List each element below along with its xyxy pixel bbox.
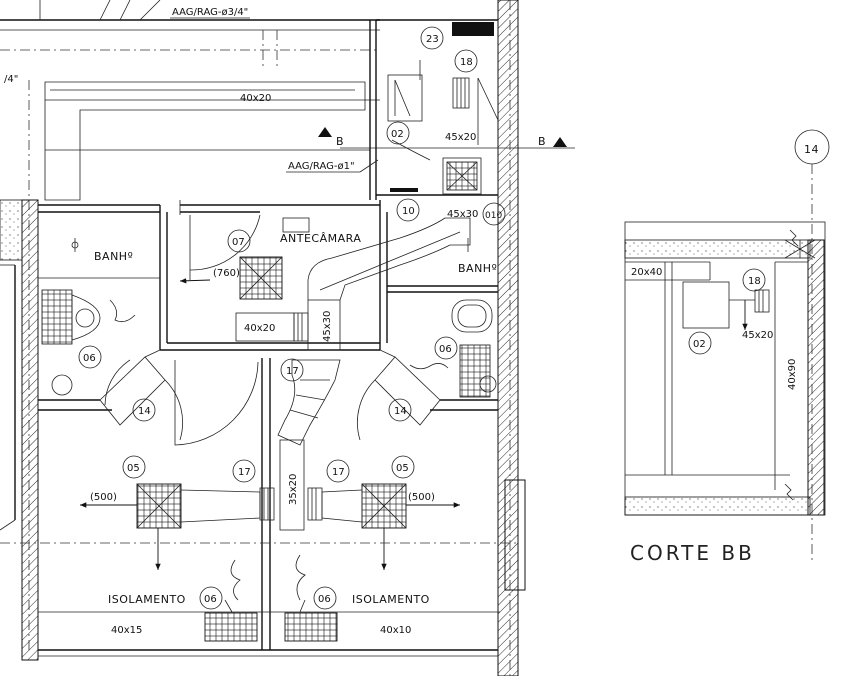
- flow-500-left: (500): [90, 492, 117, 503]
- svg-text:07: 07: [232, 237, 245, 248]
- svg-text:18: 18: [460, 57, 473, 68]
- bubble-010: 010: [482, 202, 506, 226]
- duct-35x20: 35x20: [288, 474, 299, 505]
- bubble-14-left: 14: [132, 398, 156, 422]
- svg-text:010: 010: [485, 211, 502, 221]
- duct-40x10: 40x10: [380, 625, 411, 636]
- left-wall-stipple: [0, 199, 23, 261]
- supply-diffuser-left: [80, 483, 275, 570]
- mechanical-shaft: [369, 19, 499, 200]
- bubble-06-bottom-left: 06: [199, 586, 223, 610]
- pipe-label-top: AAG/RAG-ø3/4": [172, 7, 248, 18]
- svg-text:05: 05: [396, 463, 409, 474]
- svg-text:23: 23: [426, 34, 439, 45]
- svg-text:14: 14: [138, 406, 151, 417]
- section-bubble-18: 18: [742, 268, 766, 292]
- svg-text:18: 18: [748, 276, 761, 287]
- door-swings: [104, 200, 376, 446]
- bubble-18: 18: [454, 49, 478, 73]
- bubble-14-right: 14: [388, 398, 412, 422]
- room-banho-right: BANHº: [458, 262, 497, 275]
- bathroom-fixtures-right: [409, 238, 497, 398]
- bubble-17-center: 17: [280, 358, 304, 382]
- svg-text:02: 02: [693, 339, 706, 350]
- duct-40x20-ante: 40x20: [244, 323, 275, 334]
- section-bb-drawing: [624, 129, 830, 560]
- exterior-wall-left: [21, 199, 39, 661]
- svg-text:05: 05: [127, 463, 140, 474]
- section-duct-45x20: 45x20: [742, 330, 773, 341]
- duct-45x30: 45x30: [447, 209, 478, 220]
- section-duct-40x90: 40x90: [787, 359, 798, 390]
- room-antecamara: ANTECÂMARA: [280, 232, 361, 245]
- bubble-06-right: 06: [434, 336, 458, 360]
- bubble-02: 02: [386, 121, 410, 145]
- bubble-23: 23: [420, 26, 444, 50]
- section-duct-20x40: 20x40: [631, 267, 662, 278]
- bubble-10: 10: [396, 198, 420, 222]
- bathroom-fixtures-left: [41, 238, 136, 396]
- svg-text:06: 06: [318, 594, 331, 605]
- svg-text:02: 02: [391, 129, 404, 140]
- bubble-17-left: 17: [232, 459, 256, 483]
- svg-text:10: 10: [402, 206, 415, 217]
- section-grid-bubble-label: 14: [804, 143, 819, 156]
- section-mark-right: B: [538, 135, 546, 148]
- flow-760: (760): [213, 268, 240, 279]
- section-cut-line: [318, 127, 575, 149]
- svg-text:14: 14: [394, 406, 407, 417]
- return-grilles: [204, 554, 338, 642]
- duct-45x30-vert: 45x30: [322, 311, 333, 342]
- exterior-wall-right: [497, 0, 519, 676]
- room-isolamento-left: ISOLAMENTO: [108, 593, 186, 606]
- svg-text:17: 17: [238, 467, 251, 478]
- section-title: CORTE BB: [630, 541, 755, 565]
- top-wall-strip: [0, 0, 380, 51]
- duct-45x20: 45x20: [445, 132, 476, 143]
- pipe-label-mid: AAG/RAG-ø1": [288, 161, 355, 172]
- bubble-07: 07: [227, 229, 251, 253]
- pipe-label-left: /4": [4, 74, 18, 85]
- duct-40x20-top: 40x20: [240, 93, 271, 104]
- bubble-05-right: 05: [391, 455, 415, 479]
- bubble-17-right: 17: [326, 459, 350, 483]
- section-mark-left: B: [336, 135, 344, 148]
- room-banho-left: BANHº: [94, 250, 133, 263]
- bubble-06-left: 06: [78, 345, 102, 369]
- svg-text:17: 17: [286, 366, 299, 377]
- bubble-05-left: 05: [122, 455, 146, 479]
- interior-walls: [38, 200, 500, 657]
- section-bubble-02: 02: [688, 331, 712, 355]
- antecamara-ductwork: [235, 217, 471, 531]
- flow-500-right: (500): [408, 492, 435, 503]
- wall-column: [504, 479, 526, 591]
- duct-40x15: 40x15: [111, 625, 142, 636]
- main-duct-40x20: [44, 81, 366, 201]
- svg-text:17: 17: [332, 467, 345, 478]
- supply-diffuser-right: [307, 483, 460, 570]
- room-isolamento-right: ISOLAMENTO: [352, 593, 430, 606]
- svg-text:06: 06: [439, 344, 452, 355]
- svg-text:06: 06: [204, 594, 217, 605]
- bubble-06-bottom-right: 06: [313, 586, 337, 610]
- svg-text:06: 06: [83, 353, 96, 364]
